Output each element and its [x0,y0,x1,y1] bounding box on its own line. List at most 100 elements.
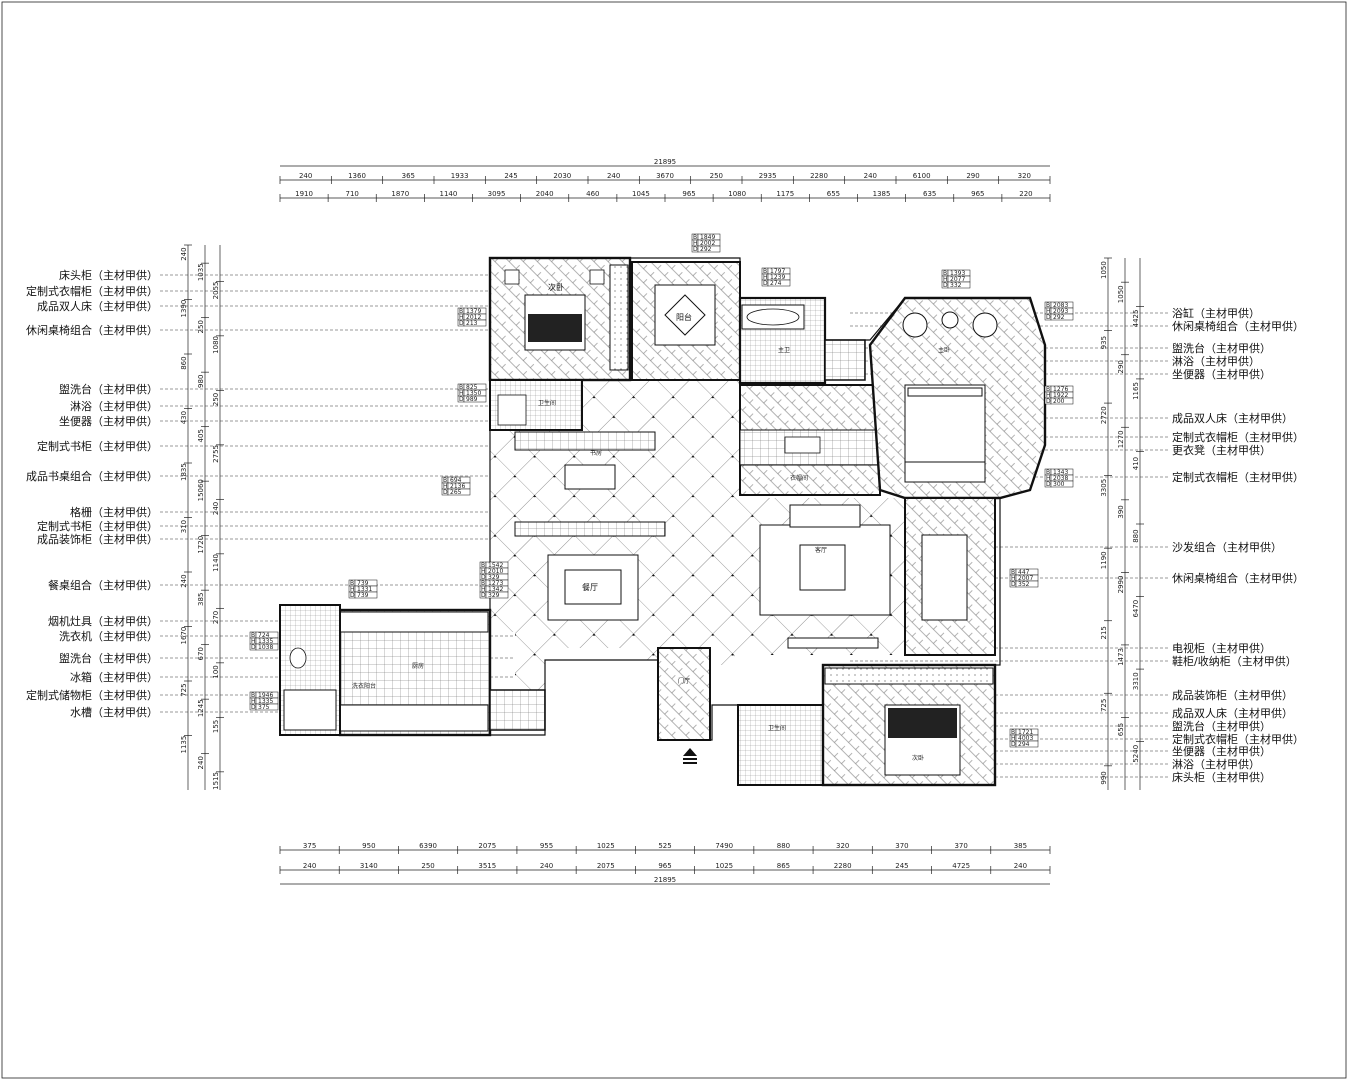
entrance-arrow-icon [683,748,697,756]
table-key: H [459,314,464,321]
table-value: 213 [466,320,478,327]
room-label-bath1: 卫生间 [538,399,556,407]
table-key: H [1046,308,1051,315]
outer-wall-outline [279,257,1046,786]
dimension-value: 655 [1117,723,1125,736]
table-value: 292 [700,246,712,253]
right-label: 定制式衣帽柜（主材甲供） [1172,470,1304,484]
table-value: 294 [1018,741,1030,748]
dimension-value: 965 [971,190,984,198]
dimension-value: 390 [1117,505,1125,518]
dimension-value: 410 [1132,457,1140,470]
table-key: B [943,270,947,277]
room-label-bedroom3: 次卧 [912,754,924,762]
table-key: B [443,477,447,484]
left-label: 定制式书柜（主材甲供） [37,519,158,533]
dimension-value: 1050 [1117,285,1125,303]
table-key: D [1046,481,1051,488]
laundry-sink [289,647,307,669]
dimension-value: 6390 [419,842,437,850]
dimension-value: 1270 [1117,430,1125,448]
right-label: 沙发组合（主材甲供） [1172,540,1282,554]
right-label: 盥洗台（主材甲供） [1172,719,1271,733]
dimension-value: 1720 [197,536,205,554]
table-cell [1015,580,1039,588]
dimension-value: 965 [682,190,695,198]
table-key: H [350,586,355,593]
table-value: 1343 [1053,469,1068,476]
table-value: 1393 [950,270,965,277]
left-label: 床头柜（主材甲供） [59,268,158,282]
coffee-table [799,544,846,591]
dimension-value: 220 [1019,190,1032,198]
dimension-value: 250 [212,393,220,406]
table-key: D [693,246,698,253]
table-value: 4003 [1018,735,1033,742]
right-label: 坐便器（主材甲供） [1172,744,1271,758]
table-cell [1050,313,1074,321]
table-key: D [459,396,464,403]
left-label: 盥洗台（主材甲供） [59,651,158,665]
dimension-value: 865 [777,862,790,870]
table-key: B [1011,729,1015,736]
table-value: 2002 [700,240,715,247]
master-bath-shower [824,339,866,381]
table-cell [463,319,487,327]
sofa [789,504,861,528]
table-value: 1342 [488,586,503,593]
dimension-value: 3515 [478,862,496,870]
master-bedroom-bed [904,384,986,471]
table-key: B [481,562,485,569]
table-value: 375 [258,704,270,711]
dimension-value: 1135 [180,736,188,754]
table-key: H [1046,392,1051,399]
dimension-value: 240 [1014,862,1027,870]
table-cell [767,279,791,287]
left-label: 洗衣机（主材甲供） [59,629,158,643]
left-label: 成品书桌组合（主材甲供） [26,469,158,483]
table-key: H [1011,575,1016,582]
dimension-value: 3670 [656,172,674,180]
table-key: D [1011,741,1016,748]
dimension-value: 2755 [212,445,220,463]
dimension-value: 1870 [391,190,409,198]
table-value: 1335 [258,698,273,705]
right-label: 成品双人床（主材甲供） [1172,706,1293,720]
dimension-value: 100 [212,665,220,678]
right-label: 鞋柜/收纳柜（主材甲供） [1172,654,1297,668]
dimension-value: 7490 [715,842,733,850]
table-cell [1015,740,1039,748]
table-value: 1335 [258,638,273,645]
dimension-value: 240 [180,574,188,587]
dimension-value: 4425 [1132,310,1140,328]
room-label-bedroom2: 次卧 [548,282,564,292]
room-label-kitchen: 厨房 [412,662,424,670]
dimension-value: 1025 [597,842,615,850]
dimension-value: 290 [1117,360,1125,373]
dimension-value: 725 [1100,699,1108,712]
bedroom3-bed-checker [888,708,957,738]
dimension-value: 860 [180,356,188,369]
table-key: B [1011,569,1015,576]
dimension-value: 245 [895,862,908,870]
dimension-value: 1360 [348,172,366,180]
dimension-value: 240 [299,172,312,180]
table-value: 332 [950,282,962,289]
dimension-value: 1910 [295,190,313,198]
right-label: 浴缸（主材甲供） [1172,306,1260,320]
left-label: 成品双人床（主材甲供） [37,299,158,313]
right-label: 定制式衣帽柜（主材甲供） [1172,732,1304,746]
dimension-total: 21895 [654,876,676,884]
right-dimension-lines: 1050105044259352901165272012704103305390… [1100,257,1144,790]
right-label: 坐便器（主材甲供） [1172,367,1271,381]
dimension-value: 2075 [478,842,496,850]
table-key: D [1011,581,1016,588]
dimension-value: 460 [586,190,599,198]
right-label: 床头柜（主材甲供） [1172,770,1271,784]
table-value: 739 [357,580,369,587]
